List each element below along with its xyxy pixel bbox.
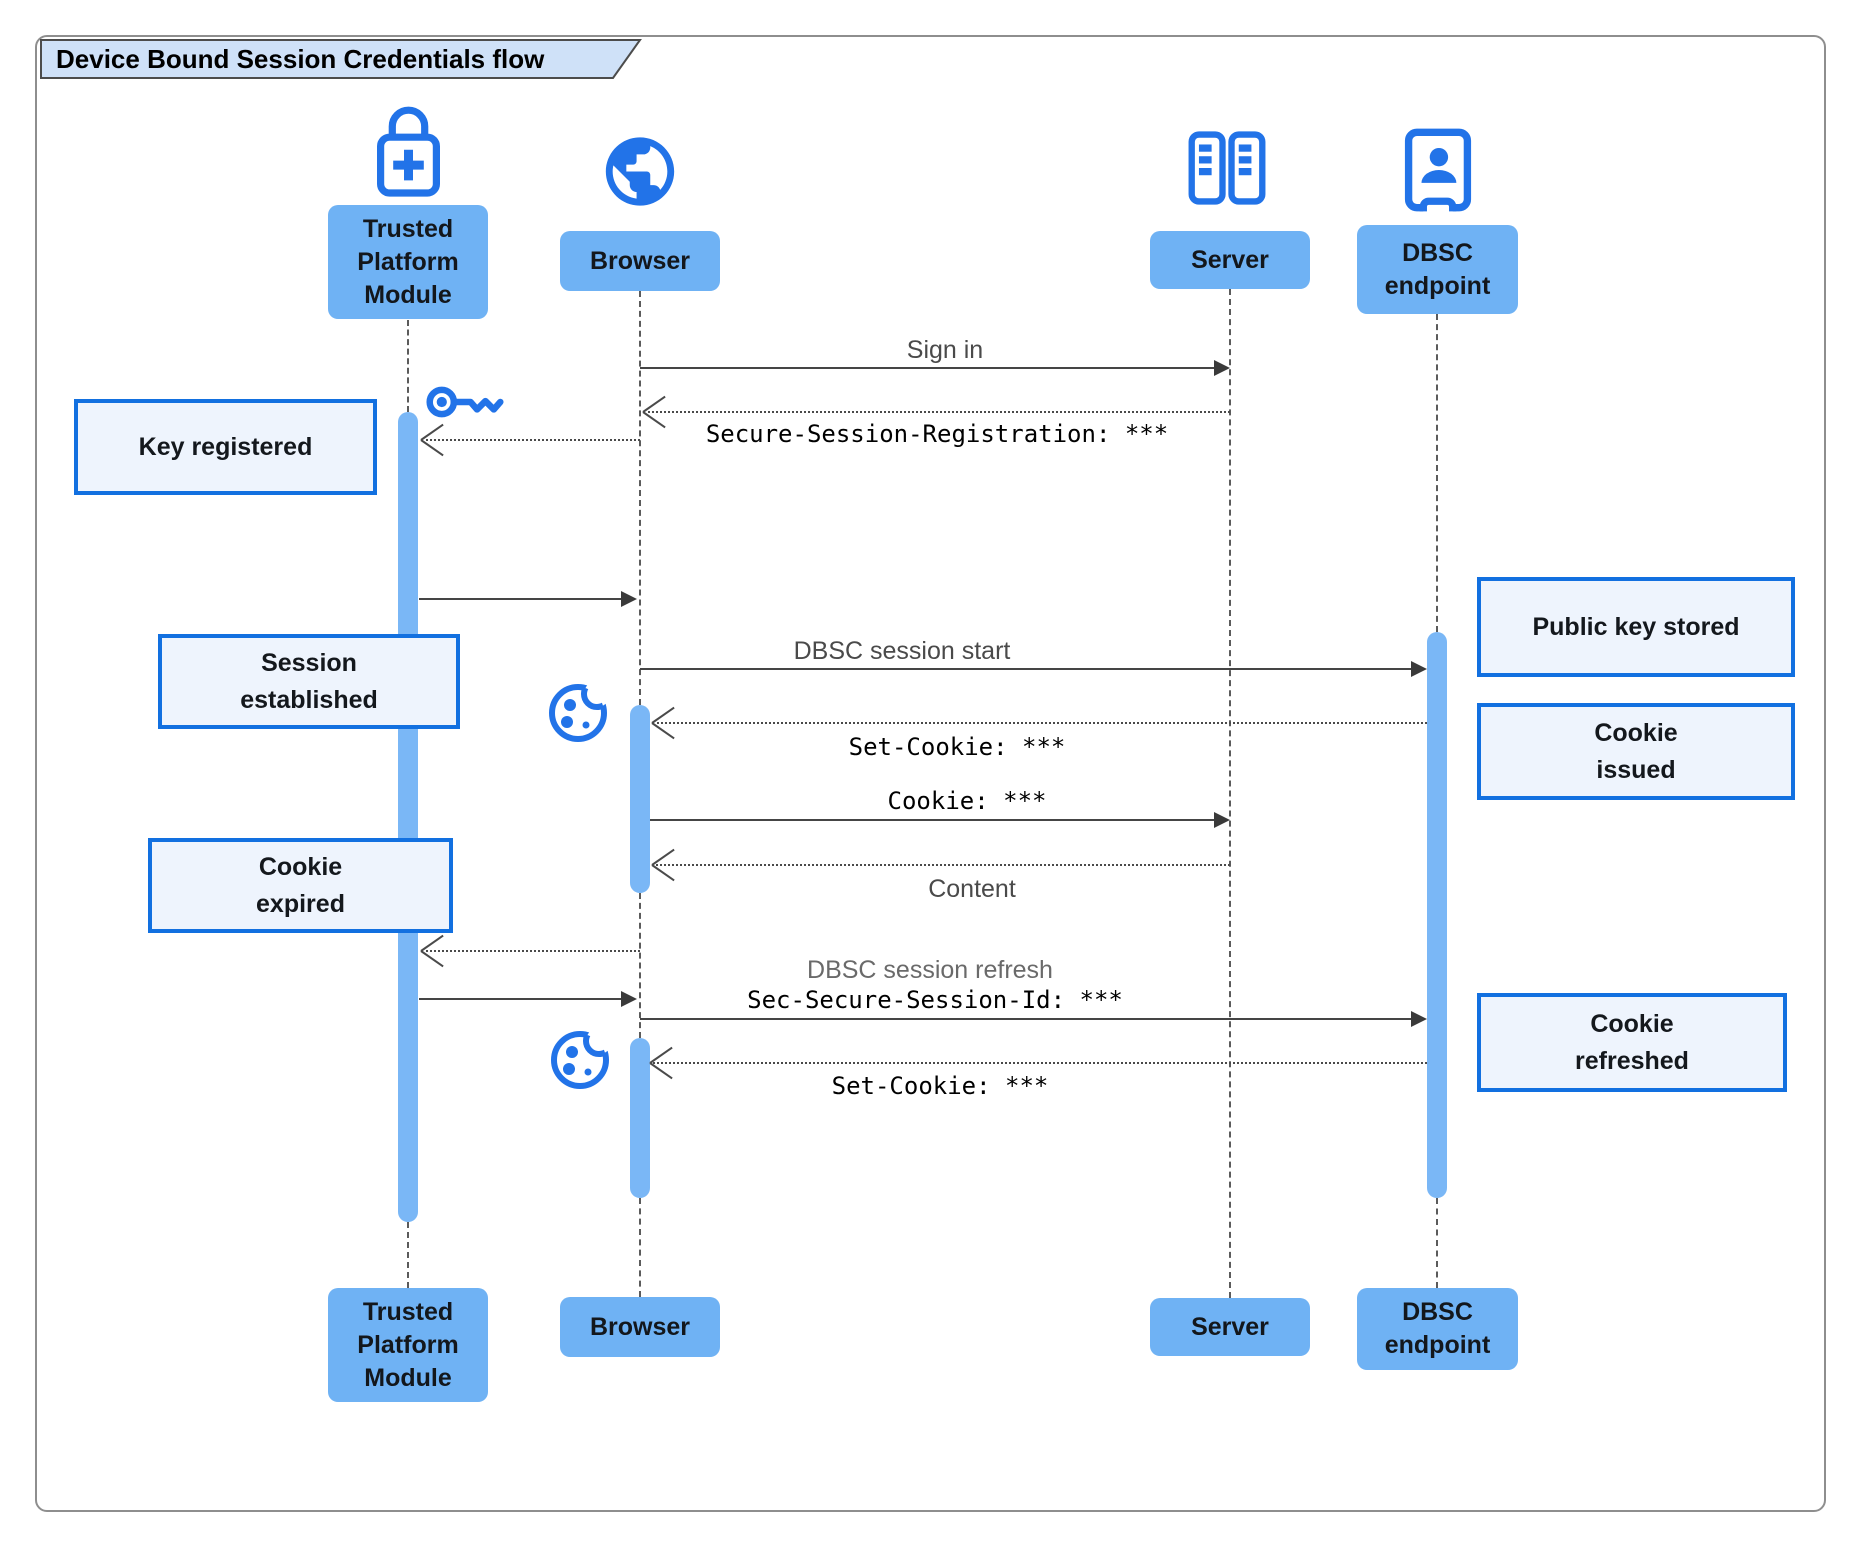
msg-cookie-line [650, 819, 1215, 821]
msg-session-id-label: Sec-Secure-Session-Id: *** [747, 986, 1123, 1014]
msg-set-cookie-2-arrowhead [650, 1048, 677, 1078]
msg-dbsc-refresh-arrowhead [1411, 1011, 1427, 1027]
door-person-icon [1404, 128, 1472, 213]
msg-session-registration-arrowhead [643, 397, 670, 427]
note-cookie-issued: Cookie issued [1477, 703, 1795, 800]
msg-cookie-arrowhead [1214, 812, 1230, 828]
msg-session-registration-line [643, 411, 1230, 413]
key-icon [426, 386, 504, 418]
msg-sign-in-line [640, 367, 1215, 369]
lifeline-browser [639, 1198, 641, 1297]
msg-key-handoff-arrowhead [421, 425, 448, 455]
lifeline-browser [639, 893, 641, 1038]
server-racks-icon [1188, 131, 1266, 205]
msg-session-registration-label: Secure-Session-Registration: *** [705, 420, 1169, 448]
msg-sign-in-label: Sign in [906, 336, 984, 364]
msg-dbsc-refresh-line [640, 1018, 1411, 1020]
actor-label-browser-bottom: Browser [560, 1297, 720, 1357]
note-cookie-expired: Cookie expired [148, 838, 453, 933]
msg-set-cookie-1-line [652, 722, 1427, 724]
msg-refresh-handoff-arrowhead [421, 936, 448, 966]
lifeline-dbsc [1436, 314, 1438, 632]
msg-content-arrowhead [652, 850, 679, 880]
note-session-established: Session established [158, 634, 460, 729]
msg-set-cookie-2-label: Set-Cookie: *** [831, 1072, 1049, 1100]
msg-content-line [652, 864, 1230, 866]
lifeline-browser [639, 291, 641, 705]
lock-plus-icon [377, 106, 440, 197]
msg-refresh-return-arrowhead [621, 991, 637, 1007]
actor-label-browser-top: Browser [560, 231, 720, 291]
msg-refresh-return-line [419, 998, 622, 1000]
msg-dbsc-start-label: DBSC session start [793, 637, 1011, 665]
msg-dbsc-start-line [640, 668, 1411, 670]
note-public-key-stored: Public key stored [1477, 577, 1795, 677]
lifeline-tpm [407, 1222, 409, 1288]
msg-cookie-label: Cookie: *** [887, 787, 1047, 815]
note-key-registered: Key registered [74, 399, 377, 495]
lifeline-server [1229, 289, 1231, 1298]
msg-key-return-line [419, 598, 622, 600]
actor-label-dbsc-top: DBSC endpoint [1357, 225, 1518, 314]
lifeline-dbsc [1436, 1198, 1438, 1288]
msg-key-return-arrowhead [621, 591, 637, 607]
cookie-icon [551, 1028, 612, 1089]
activation-tpm [398, 412, 418, 1222]
actor-label-tpm-bottom: Trusted Platform Module [328, 1288, 488, 1402]
activation-browser-1 [630, 705, 650, 893]
cookie-icon [549, 681, 610, 742]
title-tab [40, 39, 642, 79]
actor-label-server-bottom: Server [1150, 1298, 1310, 1356]
globe-icon [605, 137, 675, 206]
msg-refresh-handoff-line [421, 950, 640, 952]
msg-content-label: Content [928, 875, 1016, 903]
activation-dbsc [1427, 632, 1447, 1198]
actor-label-tpm-top: Trusted Platform Module [328, 205, 488, 319]
msg-dbsc-start-arrowhead [1411, 661, 1427, 677]
lifeline-tpm [407, 320, 409, 412]
msg-set-cookie-2-line [650, 1062, 1427, 1064]
note-cookie-refreshed: Cookie refreshed [1477, 993, 1787, 1092]
msg-sign-in-arrowhead [1214, 360, 1230, 376]
msg-dbsc-refresh-label: DBSC session refresh [807, 956, 1053, 984]
msg-key-handoff-line [421, 439, 640, 441]
actor-label-dbsc-bottom: DBSC endpoint [1357, 1288, 1518, 1370]
msg-set-cookie-1-arrowhead [652, 708, 679, 738]
diagram-title: Device Bound Session Credentials flow [56, 43, 545, 74]
actor-label-server-top: Server [1150, 231, 1310, 289]
activation-browser-2 [630, 1038, 650, 1198]
msg-set-cookie-1-label: Set-Cookie: *** [848, 733, 1066, 761]
